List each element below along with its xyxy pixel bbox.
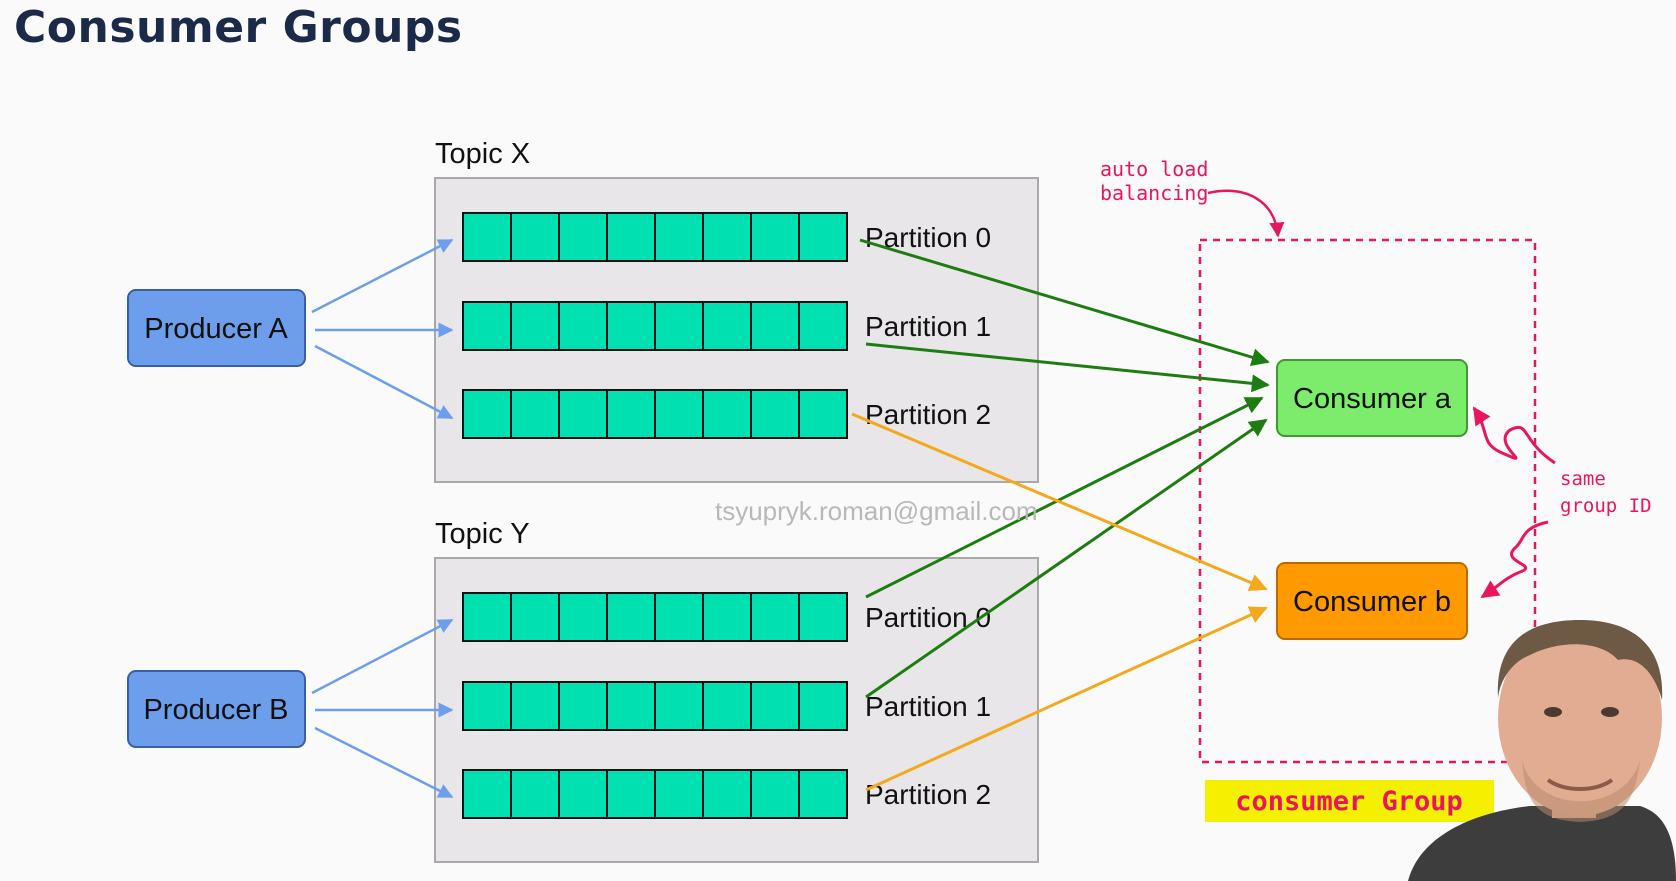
partition-cell [606,389,656,439]
partition-cell [654,212,704,262]
producer-b: Producer B [127,670,306,748]
producer-a: Producer A [127,289,306,367]
presenter-video-overlay [1408,620,1676,881]
partition-cell [558,389,608,439]
partition-cell [558,212,608,262]
partition-cell [654,389,704,439]
partition-cell [798,301,848,351]
partition-cell [510,301,560,351]
partition-cell [798,769,848,819]
partition-cell [750,592,800,642]
topic-y-partition-2-strip [462,769,848,819]
partition-cell [750,389,800,439]
partition-cell [462,301,512,351]
partition-cell [798,212,848,262]
topic-y-label: Topic Y [435,518,530,550]
green-arrows [859,238,1270,699]
partition-cell [702,212,752,262]
topic-x-partition-0-strip [462,212,848,262]
partition-cell [750,769,800,819]
partition-cell [558,592,608,642]
partition-cell [606,212,656,262]
topic-y-partition-2-label: Partition 2 [865,779,991,810]
topic-y-partition-1-strip [462,681,848,731]
partition-cell [654,301,704,351]
topic-y-partition-0-label: Partition 0 [865,602,991,633]
partition-cell [654,592,704,642]
topic-x-partition-1-strip [462,301,848,351]
partition-cell [798,389,848,439]
partition-cell [462,389,512,439]
partition-cell [750,301,800,351]
auto-load-balancing-line1: auto load [1100,157,1208,181]
slide-title: Consumer Groups [14,2,463,53]
same-group-id-squiggle-up [1472,406,1556,465]
topic-y-partitions: Partition 0 Partition 1 Partition 2 [462,592,991,819]
partition-cell [462,681,512,731]
partition-cell [510,212,560,262]
auto-load-balancing-line2: balancing [1100,181,1208,205]
partition-cell [510,681,560,731]
partition-cell [558,769,608,819]
partition-cell [462,769,512,819]
topic-y-partition-1-label: Partition 1 [865,691,991,722]
topic-x-partition-2-strip [462,389,848,439]
partition-cell [606,769,656,819]
partition-cell [606,681,656,731]
producer-b-label: Producer B [143,694,288,726]
partition-cell [654,681,704,731]
partition-cell [462,592,512,642]
partition-cell [702,769,752,819]
partition-cell [510,389,560,439]
topic-x-label: Topic X [435,138,530,170]
watermark: tsyupryk.roman@gmail.com [715,496,1038,526]
partition-cell [462,212,512,262]
partition-cell [798,592,848,642]
topic-x-partition-1-label: Partition 1 [865,311,991,342]
partition-cell [558,301,608,351]
partition-cell [606,592,656,642]
partition-cell [750,212,800,262]
consumer-a-label: Consumer a [1293,383,1452,415]
topic-y-partition-0-strip [462,592,848,642]
partition-cell [606,301,656,351]
partition-cell [702,301,752,351]
consumer-b: Consumer b [1276,562,1468,640]
consumer-group-boundary [1198,238,1537,764]
partition-cell [654,769,704,819]
same-group-id-squiggle-down [1480,520,1549,599]
consumer-group-highlight [1205,780,1494,822]
orange-arrows [851,412,1268,792]
producer-arrows [311,238,454,799]
partition-cell [702,389,752,439]
producer-a-label: Producer A [144,313,288,345]
partition-cell [702,681,752,731]
same-group-id-line1: same [1560,468,1606,490]
same-group-id-line2: group ID [1560,495,1652,517]
partition-cell [558,681,608,731]
partition-cell [750,681,800,731]
consumer-group-label: consumer Group [1235,786,1463,817]
partition-cell [510,769,560,819]
auto-load-balancing-arrow [1207,189,1285,238]
consumer-a: Consumer a [1276,359,1468,437]
partition-cell [702,592,752,642]
partition-cell [798,681,848,731]
consumer-b-label: Consumer b [1293,586,1451,618]
partition-cell [510,592,560,642]
topic-x-partition-2-label: Partition 2 [865,399,991,430]
